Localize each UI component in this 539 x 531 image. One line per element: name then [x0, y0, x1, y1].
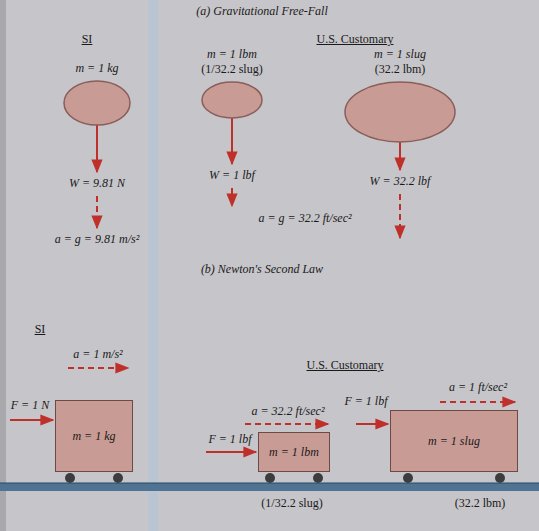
mass-conversion: (1/32.2 slug): [199, 62, 265, 77]
force-label: F = 1 N: [11, 398, 49, 413]
mass-label: m = 1 kg: [61, 61, 133, 76]
mass-ellipse: [345, 82, 455, 142]
acceleration-label: a = 1 m/s²: [73, 347, 122, 362]
acceleration-arrow: [68, 367, 128, 369]
mass-ellipse: [199, 79, 265, 121]
part-heading: (b) Newton's Second Law: [201, 262, 323, 277]
weight-label: W = 1 lbf: [209, 168, 255, 183]
page-edge: [0, 0, 6, 531]
falling-mass: m = 1 kg: [61, 61, 133, 128]
force-arrow: [356, 423, 388, 425]
falling-mass: m = 1 slug(32.2 lbm): [342, 47, 458, 145]
mass-conversion: (32.2 lbm): [342, 62, 458, 77]
acceleration-arrow: [399, 194, 401, 238]
mass-ellipse: [342, 79, 458, 145]
mass-ellipse: [64, 81, 130, 125]
acceleration-label: a = 1 ft/sec²: [449, 380, 507, 395]
unit-system: U.S. Customary: [316, 32, 393, 47]
weight-label: W = 9.81 N: [69, 176, 125, 191]
force-arrow: [206, 451, 256, 453]
falling-mass: m = 1 lbm(1/32.2 slug): [199, 47, 265, 121]
mass-ellipse: [202, 82, 262, 118]
mass-label: m = 1 kg: [72, 429, 115, 444]
force-arrow: [10, 419, 53, 421]
acceleration-arrow: [96, 196, 98, 228]
mass-heading: m = 1 lbm(1/32.2 slug): [199, 47, 265, 77]
force-label: F = 1 lbf: [344, 394, 387, 409]
cart-mass: m = 1 kg: [55, 400, 133, 472]
wheels: [65, 473, 505, 483]
part-heading: (a) Gravitational Free-Fall: [196, 4, 328, 19]
mass-label: m = 1 slug: [342, 47, 458, 62]
acceleration-label: a = g = 32.2 ft/sec²: [258, 211, 351, 226]
force-label: F = 1 lbf: [208, 432, 251, 447]
mass-conversion: (32.2 lbm): [455, 496, 506, 511]
mass-label: m = 1 slug: [428, 434, 480, 449]
mass-heading: m = 1 kg: [61, 61, 133, 76]
acceleration-arrow: [245, 423, 328, 425]
mass-conversion: (1/32.2 slug): [261, 496, 322, 511]
cart-mass: m = 1 slug: [390, 410, 518, 472]
scan-stripe: [148, 0, 158, 531]
mass-label: m = 1 lbm: [269, 445, 319, 460]
mass-label: m = 1 lbm: [199, 47, 265, 62]
cart-mass: m = 1 lbm: [258, 432, 330, 472]
unit-system: U.S. Customary: [306, 358, 383, 373]
acceleration-label: a = g = 9.81 m/s²: [55, 232, 139, 247]
unit-system: SI: [35, 322, 46, 337]
acceleration-arrow: [231, 188, 233, 206]
unit-system: SI: [82, 32, 93, 47]
weight-label: W = 32.2 lbf: [370, 174, 431, 189]
ground-edge: [0, 483, 539, 484]
ground: [0, 483, 539, 491]
acceleration-label: a = 32.2 ft/sec²: [251, 404, 324, 419]
mass-heading: m = 1 slug(32.2 lbm): [342, 47, 458, 77]
acceleration-arrow: [440, 401, 515, 403]
acceleration-arrows: [68, 188, 515, 424]
mass-ellipse: [61, 78, 133, 128]
